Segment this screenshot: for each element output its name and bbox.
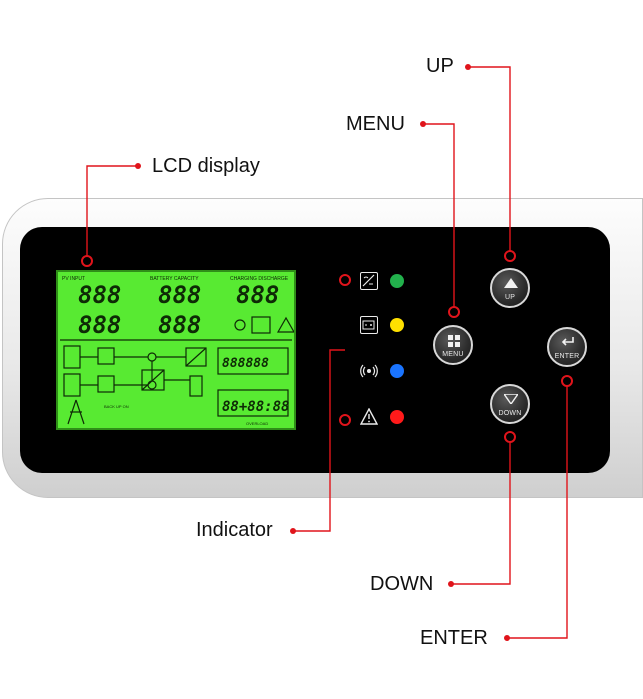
enter-return-icon — [561, 337, 574, 346]
lcd-time-digits: 88+88:88 — [222, 399, 289, 415]
inverter-icon — [360, 272, 378, 290]
lcd-pv-input-label: PV INPUT — [62, 276, 85, 282]
lcd-battery-digits: 888 — [158, 281, 201, 309]
windows-grid-icon — [448, 335, 460, 347]
lcd-charger-1 — [97, 347, 115, 365]
callout-dot-up — [465, 64, 471, 70]
lcd-warning-mark — [276, 316, 294, 333]
lcd-backup-on-label: BACK UP ON — [104, 404, 129, 409]
lcd-pylon-mark — [67, 399, 85, 425]
battery-icon — [360, 316, 378, 334]
lcd-charger-2 — [97, 375, 115, 393]
callout-dot-down — [448, 581, 454, 587]
callout-menu: MENU — [346, 113, 405, 135]
lcd-status-box — [251, 316, 271, 334]
lcd-inverter-1 — [185, 347, 207, 367]
menu-button-label: MENU — [442, 351, 464, 358]
lcd-load-digits: 888 — [158, 311, 201, 339]
lcd-gear-mark — [234, 319, 246, 331]
callout-up: UP — [426, 55, 454, 77]
callout-lcd-display: LCD display — [152, 155, 260, 177]
enter-button-label: ENTER — [554, 353, 580, 360]
callout-dot-enter — [504, 635, 510, 641]
down-button-label: DOWN — [498, 410, 522, 417]
enter-button[interactable]: ENTER — [547, 327, 587, 367]
lcd-charging-label: CHARGING DISCHARGE — [230, 276, 289, 282]
lcd-segments: PV INPUT BATTERY CAPACITY CHARGING DISCH… — [60, 276, 294, 426]
lcd-pv-panel-2 — [63, 373, 81, 397]
led-red — [390, 410, 404, 424]
lcd-charge-digits: 888 — [236, 281, 279, 309]
callout-down: DOWN — [370, 573, 434, 595]
lcd-pv-digits: 888 — [78, 281, 121, 309]
up-button[interactable]: UP — [490, 268, 530, 308]
triangle-up-icon — [504, 278, 518, 288]
lcd-pv-panel-1 — [63, 345, 81, 369]
callout-enter: ENTER — [420, 627, 488, 649]
led-blue — [390, 364, 404, 378]
led-green — [390, 274, 404, 288]
callout-dot-lcd — [135, 163, 141, 169]
led-yellow — [390, 318, 404, 332]
lcd-load-power-digits: 888888 — [222, 356, 269, 371]
lcd-display: PV INPUT BATTERY CAPACITY CHARGING DISCH… — [56, 270, 296, 430]
menu-button[interactable]: MENU — [433, 325, 473, 365]
triangle-down-icon — [504, 394, 518, 404]
lcd-battery-mark — [189, 375, 203, 397]
callout-dot-menu — [420, 121, 426, 127]
warning-icon — [359, 407, 379, 426]
lcd-overload-label: OVERLOAD — [246, 421, 268, 426]
callout-dot-indicator — [290, 528, 296, 534]
lcd-grid-digits: 888 — [78, 311, 121, 339]
wireless-icon — [360, 362, 378, 380]
down-button[interactable]: DOWN — [490, 384, 530, 424]
up-button-label: UP — [504, 294, 516, 301]
callout-indicator: Indicator — [196, 519, 273, 541]
lcd-battery-capacity-label: BATTERY CAPACITY — [150, 276, 199, 282]
